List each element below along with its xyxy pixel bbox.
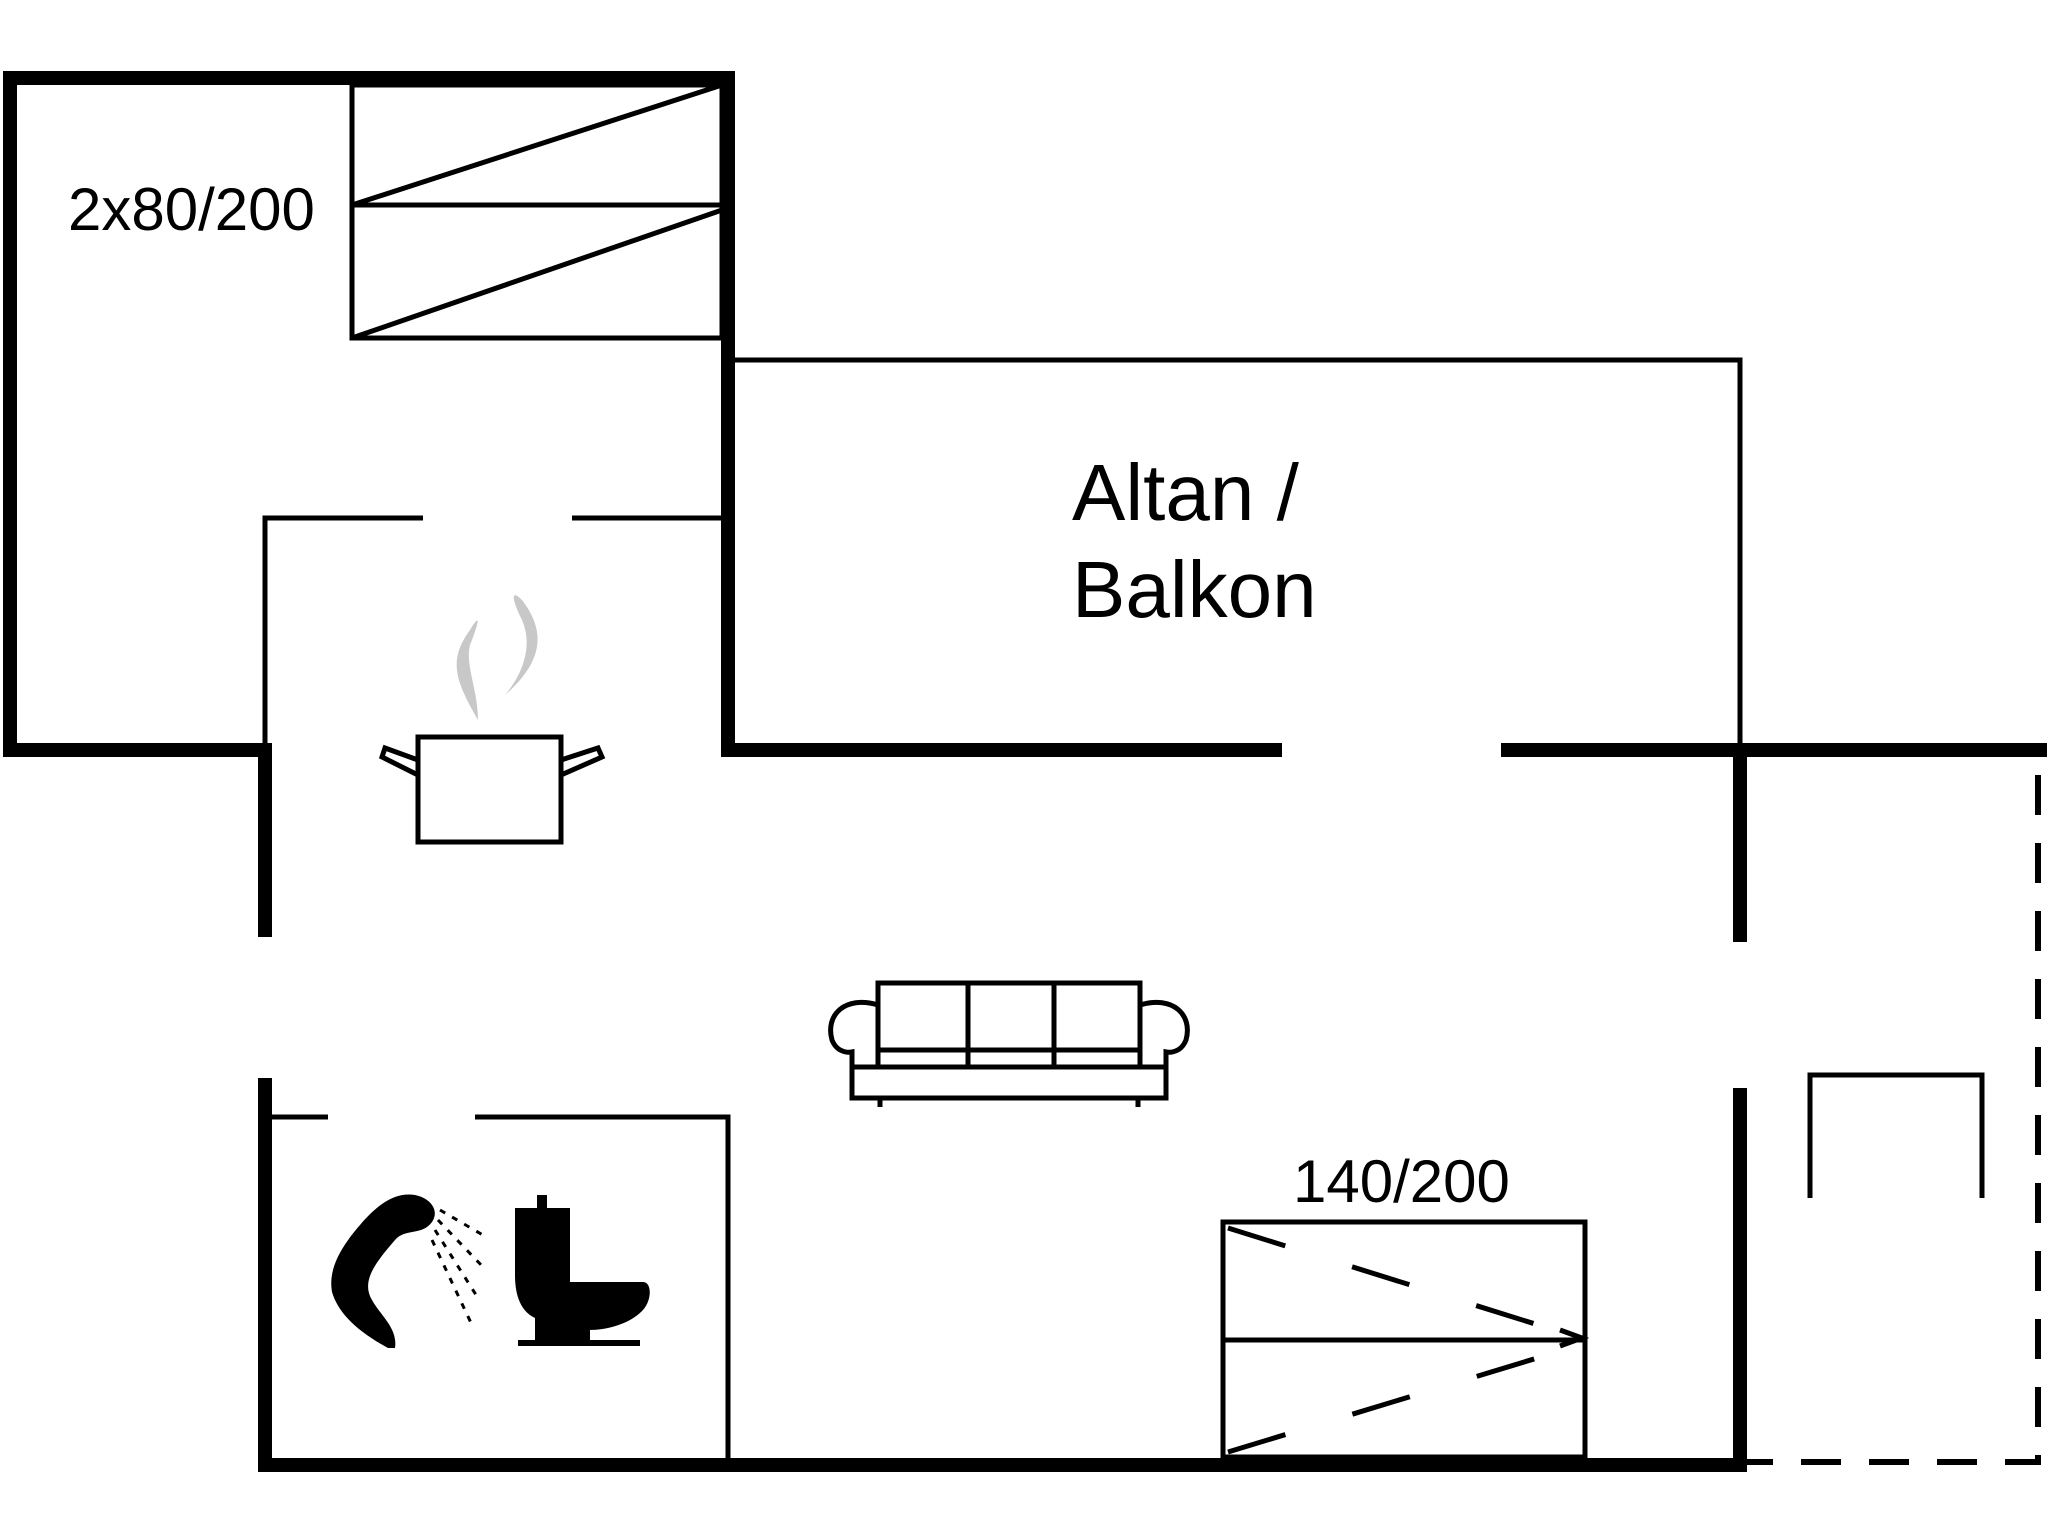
interior-lines [262, 357, 2041, 1465]
bunk-beds-frame [349, 82, 725, 341]
bunk-bed-bottom-diagonal [351, 207, 723, 341]
double-bed-label: 140/200 [1293, 1148, 1510, 1215]
shower-spray [430, 1208, 489, 1326]
balcony-label-line2: Balkon [1072, 545, 1317, 634]
double-bed-arrow [1559, 1327, 1590, 1349]
steam-left [456, 620, 478, 720]
shower-head-handle [331, 1194, 435, 1348]
double-bed-bottom-diagonal [1227, 1342, 1581, 1455]
bunk-beds: 2x80/200 [68, 82, 725, 341]
kitchen-partition-left [262, 515, 423, 750]
sofa-arms [828, 999, 1190, 1101]
bunk-bed-top-diagonal [351, 82, 723, 208]
annex-fixture [1807, 1072, 1985, 1198]
toilet-icon [515, 1195, 650, 1346]
steam-right [505, 595, 538, 695]
toilet-button [537, 1195, 547, 1209]
bedroom-wall [3, 71, 735, 757]
pot-handle-right [559, 744, 606, 778]
pot-body [415, 734, 564, 845]
cooking-pot-icon [378, 595, 606, 845]
double-bed: 140/200 [1220, 1148, 1590, 1460]
walls [3, 71, 2047, 1472]
balcony-label: Altan / Balkon [1072, 448, 1317, 634]
bathroom-top-right [475, 1114, 731, 1465]
pot-handle-left [378, 744, 420, 778]
double-bed-top-diagonal [1227, 1225, 1581, 1341]
bunk-beds-label: 2x80/200 [68, 176, 315, 243]
toilet-body [515, 1208, 650, 1340]
shower-icon [331, 1194, 489, 1348]
balcony-label-line1: Altan / [1072, 448, 1300, 537]
sofa-back [875, 980, 1143, 1070]
annex-dashed-outline [1745, 775, 2041, 1465]
balcony-outline [728, 357, 1743, 750]
sofa-icon [828, 980, 1190, 1107]
